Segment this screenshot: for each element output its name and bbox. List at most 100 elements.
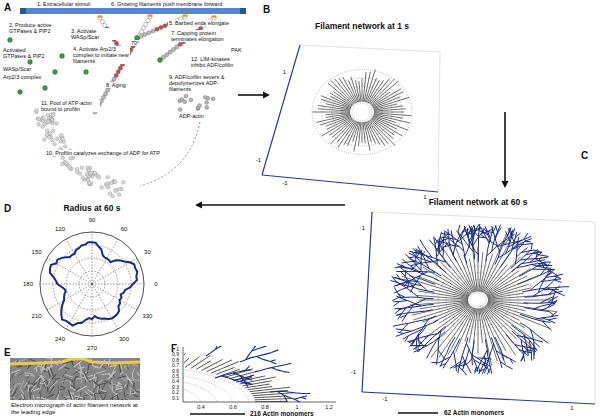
branched-filament xyxy=(442,233,451,234)
branched-filament xyxy=(542,339,548,343)
filament xyxy=(184,358,189,367)
branched-filament xyxy=(241,377,247,378)
actin-subunit xyxy=(98,16,102,20)
branched-filament xyxy=(475,366,477,371)
branched-filament xyxy=(522,262,530,263)
branched-filament xyxy=(546,276,555,277)
branched-filament xyxy=(458,225,460,232)
branched-filament xyxy=(245,383,252,384)
key-label: WASp/Scar xyxy=(2,66,32,72)
filament xyxy=(367,80,379,102)
branched-filament xyxy=(427,271,435,272)
filament xyxy=(484,307,517,340)
branched-filament xyxy=(521,248,528,253)
branched-filament xyxy=(503,239,506,245)
branched-filament xyxy=(518,330,524,335)
membrane xyxy=(20,8,246,14)
branched-filament xyxy=(558,293,565,296)
actin-monomer xyxy=(67,165,71,169)
scale-bar xyxy=(190,413,245,415)
branched-filament xyxy=(240,379,247,381)
micrograph-fibre xyxy=(138,359,140,369)
filament xyxy=(351,77,359,102)
branched-filament xyxy=(538,265,544,266)
actin-monomer xyxy=(97,176,101,180)
branched-filament xyxy=(215,376,221,378)
branched-filament xyxy=(486,345,487,350)
branched-filament xyxy=(528,317,535,319)
branched-filament xyxy=(465,242,469,248)
branched-filament xyxy=(535,319,542,321)
micrograph-fibre xyxy=(113,392,117,395)
branched-filament xyxy=(508,230,510,236)
grid-spoke xyxy=(66,239,92,284)
adp-actin xyxy=(211,97,215,101)
branched-filament xyxy=(521,240,525,246)
actin-monomer xyxy=(53,142,57,146)
branched-filament xyxy=(270,362,276,364)
branched-filament xyxy=(408,322,415,324)
branched-filament xyxy=(301,397,306,399)
branched-filament xyxy=(497,246,500,252)
branched-filament xyxy=(547,273,553,276)
branched-filament xyxy=(491,344,493,350)
actin-monomer xyxy=(100,186,104,190)
axis xyxy=(262,45,300,175)
branched-filament xyxy=(512,228,514,234)
filament xyxy=(371,92,390,105)
branched-filament xyxy=(460,360,466,364)
branched-filament xyxy=(417,346,419,353)
branched-filament xyxy=(479,224,481,231)
actin-monomer xyxy=(89,171,93,175)
branched-filament xyxy=(401,328,405,332)
network-plot-60s xyxy=(362,212,595,413)
branched-filament xyxy=(509,249,513,255)
branched-filament xyxy=(547,326,551,331)
caption: Electron micrograph of actin filament ne… xyxy=(10,402,144,415)
micrograph-fibre xyxy=(31,390,33,395)
branched-filament xyxy=(392,276,397,282)
micrograph-fibre xyxy=(41,385,46,388)
branched-filament xyxy=(441,332,445,336)
tick-label: 0.6 xyxy=(228,404,238,410)
branched-filament xyxy=(238,370,245,372)
branched-filament xyxy=(491,242,498,246)
tick-label: -1 xyxy=(350,369,357,376)
branched-filament xyxy=(547,269,552,276)
branched-filament xyxy=(538,257,542,261)
filament xyxy=(372,92,403,107)
micrograph-fibre xyxy=(57,397,60,400)
branched-filament xyxy=(414,281,417,285)
micrograph-fibre xyxy=(84,375,87,382)
micrograph-fibre xyxy=(116,392,120,394)
panel-letter: D xyxy=(3,203,12,214)
branched-filament xyxy=(532,266,537,269)
micrograph-fibre xyxy=(98,383,106,385)
branched-filament xyxy=(265,346,271,347)
filament xyxy=(191,356,210,369)
micrograph-fibre xyxy=(52,374,56,379)
branched-filament xyxy=(413,302,420,305)
actin-subunit xyxy=(159,25,163,29)
branched-filament xyxy=(290,392,297,394)
branched-filament xyxy=(408,257,416,258)
branched-filament xyxy=(486,256,487,262)
branched-filament xyxy=(471,355,477,358)
micrograph-fibre xyxy=(39,375,41,378)
filament xyxy=(344,121,357,145)
branched-filament xyxy=(536,335,542,340)
actin-subunit xyxy=(114,73,118,77)
branched-filament xyxy=(284,363,291,365)
filament xyxy=(436,250,472,293)
branched-filament xyxy=(526,352,532,353)
grid-spoke xyxy=(92,284,144,285)
branched-filament xyxy=(491,368,492,374)
filament xyxy=(480,308,492,365)
micrograph-fibre xyxy=(88,377,97,380)
filament xyxy=(482,308,506,351)
branched-filament xyxy=(453,255,457,261)
filament xyxy=(484,264,508,293)
micrograph-fibre xyxy=(61,386,66,389)
arp23-complex xyxy=(84,70,89,75)
